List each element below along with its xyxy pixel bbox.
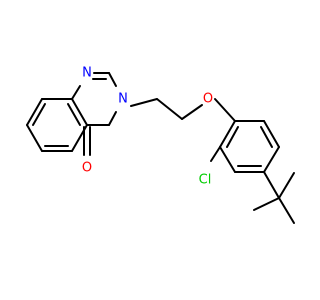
atom-label-cl: Cl <box>199 173 212 188</box>
bond <box>278 172 295 199</box>
bond <box>108 111 117 126</box>
bond <box>278 197 295 224</box>
atom-label-n3: N <box>118 92 128 107</box>
bond <box>32 103 46 126</box>
bond <box>263 146 280 173</box>
bond <box>108 72 117 87</box>
bond <box>219 146 236 173</box>
atom-label-o-ether: O <box>203 92 213 107</box>
bond <box>214 98 236 122</box>
bond <box>260 126 273 148</box>
bond <box>26 98 43 126</box>
atom-labels: N N O O Cl <box>82 66 213 188</box>
molecule-structure-diagram: N N O O Cl <box>26 65 295 224</box>
atom-label-o4: O <box>82 161 92 176</box>
bond <box>263 171 280 199</box>
bond <box>156 98 183 120</box>
bond <box>71 85 81 100</box>
bond <box>130 98 158 107</box>
bond <box>226 126 239 148</box>
bond <box>219 120 236 148</box>
bond <box>263 120 280 148</box>
bond <box>67 103 81 126</box>
bond <box>71 98 88 126</box>
bond-lines <box>26 72 295 224</box>
bond <box>253 197 280 211</box>
bond <box>26 124 43 152</box>
bond <box>210 146 221 162</box>
bond <box>181 104 203 120</box>
atom-label-n1: N <box>82 66 92 81</box>
